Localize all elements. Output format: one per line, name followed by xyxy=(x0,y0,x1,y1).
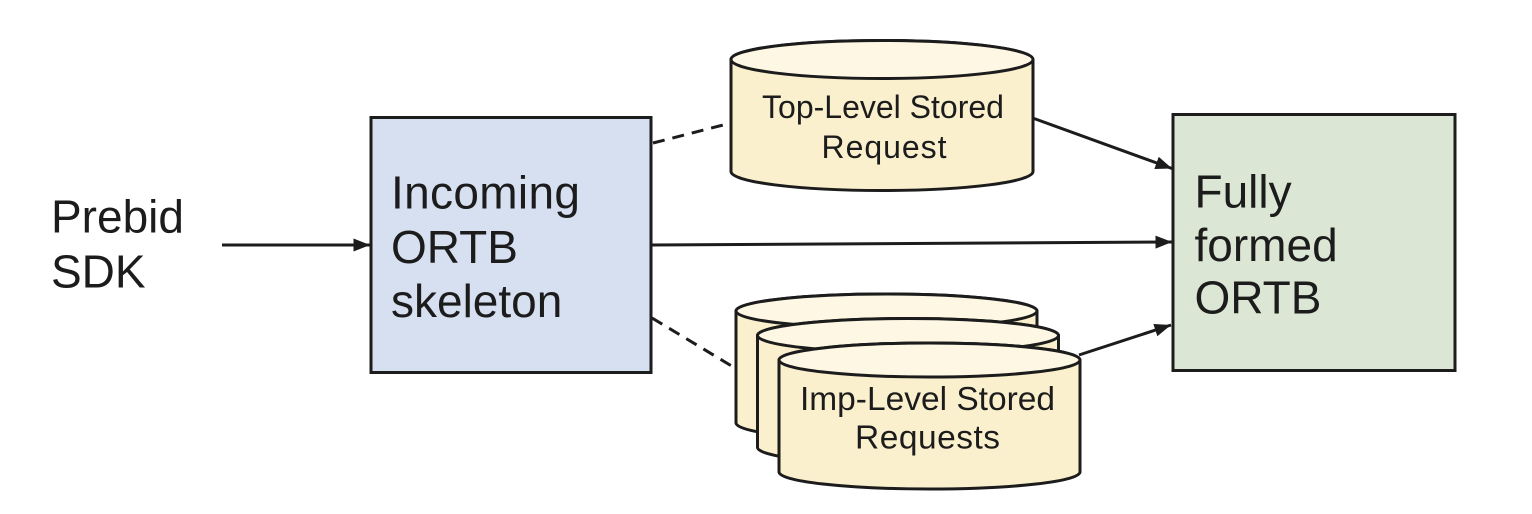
svg-text:Imp-Level Stored: Imp-Level Stored xyxy=(800,381,1055,418)
svg-text:Incoming: Incoming xyxy=(391,166,580,218)
svg-text:ORTB: ORTB xyxy=(391,221,518,273)
svg-text:Prebid: Prebid xyxy=(51,191,184,243)
svg-text:ORTB: ORTB xyxy=(1195,271,1322,323)
svg-text:Requests: Requests xyxy=(855,420,1000,457)
svg-text:formed: formed xyxy=(1195,219,1338,271)
svg-text:skeleton: skeleton xyxy=(391,275,562,327)
svg-text:Fully: Fully xyxy=(1195,166,1292,218)
svg-text:SDK: SDK xyxy=(51,246,146,298)
svg-text:Request: Request xyxy=(822,129,947,165)
svg-text:Top-Level Stored: Top-Level Stored xyxy=(762,89,1004,125)
